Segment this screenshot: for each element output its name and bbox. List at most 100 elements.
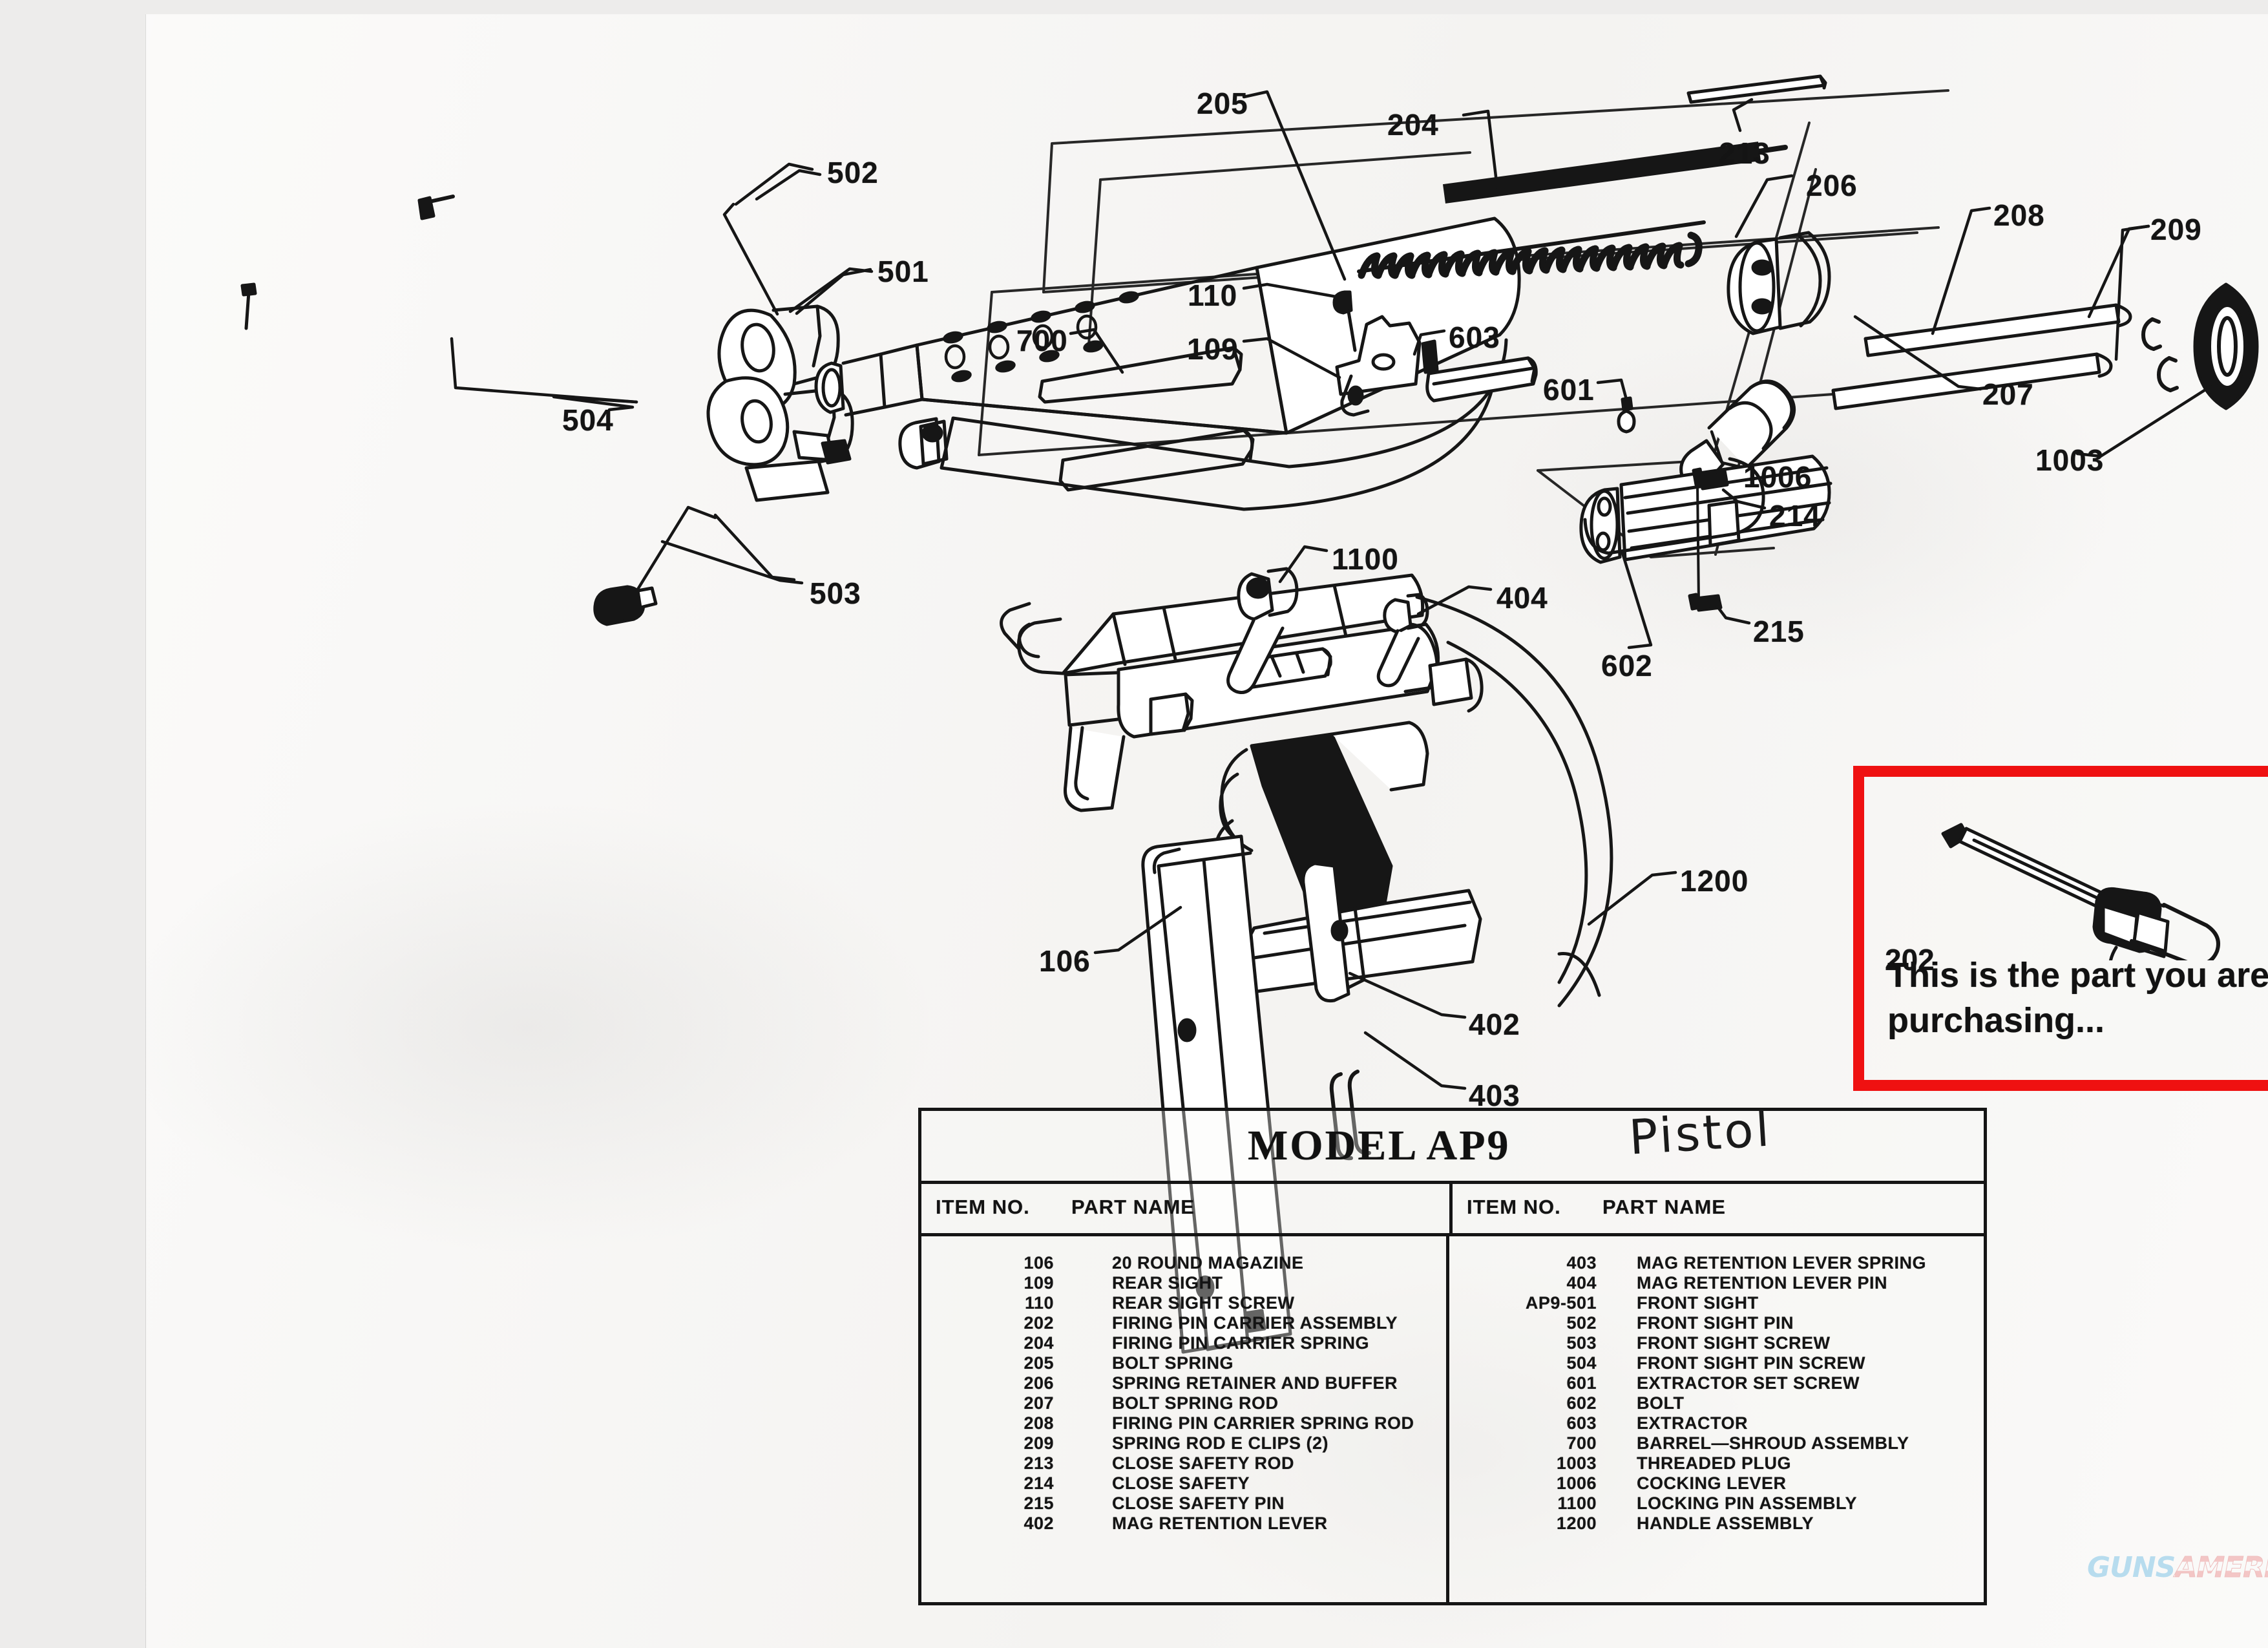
part-name: CLOSE SAFETY xyxy=(1112,1474,1250,1493)
callout-label: 106 xyxy=(1039,944,1091,978)
part-name: FIRING PIN CARRIER SPRING ROD xyxy=(1112,1413,1414,1433)
table-row: 214 CLOSE SAFETY xyxy=(921,1474,1446,1494)
part-name: EXTRACTOR xyxy=(1637,1413,1748,1433)
purchase-part-number: 202 xyxy=(1885,943,1935,977)
part-name: FRONT SIGHT xyxy=(1637,1293,1759,1313)
part-name: REAR SIGHT xyxy=(1112,1273,1223,1293)
part-name: BOLT xyxy=(1637,1393,1685,1413)
part-name: BOLT SPRING ROD xyxy=(1112,1393,1279,1413)
table-row: 502 FRONT SIGHT PIN xyxy=(1449,1313,1980,1333)
callout-label: 204 xyxy=(1387,108,1439,142)
part-number: 1003 xyxy=(1556,1453,1597,1473)
part-number: 1200 xyxy=(1556,1514,1597,1533)
part-name: COCKING LEVER xyxy=(1637,1474,1787,1493)
purchase-note-text: This is the part you are purchasing... xyxy=(1887,956,2268,1041)
part-number: 206 xyxy=(1024,1373,1054,1393)
callout-label: 1003 xyxy=(2035,443,2105,477)
table-row: 402 MAG RETENTION LEVER xyxy=(921,1514,1446,1534)
callout-label: 503 xyxy=(810,576,861,610)
part-name: LOCKING PIN ASSEMBLY xyxy=(1637,1494,1858,1513)
part-number: 404 xyxy=(1566,1273,1597,1293)
part-number: 1006 xyxy=(1556,1474,1597,1493)
callout-label: 1100 xyxy=(1332,542,1399,576)
table-row: 603 EXTRACTOR xyxy=(1449,1413,1980,1433)
part-number: 204 xyxy=(1024,1333,1054,1353)
callout-label: 110 xyxy=(1188,279,1238,312)
purchase-callout-box: 202 This is the part you are purchasing.… xyxy=(1853,766,2268,1091)
part-number: 603 xyxy=(1566,1413,1597,1433)
part-number: 503 xyxy=(1566,1333,1597,1353)
parts-list-table: MODEL AP9 Pistol ITEM NO. PART NAME ITEM… xyxy=(918,1101,1987,1605)
part-name: BOLT SPRING xyxy=(1112,1353,1234,1373)
part-number: 202 xyxy=(1024,1313,1054,1333)
callout-label: 1200 xyxy=(1680,864,1749,898)
callout-label: 109 xyxy=(1187,332,1239,366)
callout-label: 501 xyxy=(877,255,929,288)
callout-label: 205 xyxy=(1197,87,1248,120)
part-number: 207 xyxy=(1024,1393,1054,1413)
part-name: CLOSE SAFETY PIN xyxy=(1112,1494,1285,1513)
table-row: 504 FRONT SIGHT PIN SCREW xyxy=(1449,1353,1980,1373)
part-number: 209 xyxy=(1024,1433,1054,1453)
part-name: BARREL—SHROUD ASSEMBLY xyxy=(1637,1433,1909,1453)
callout-label: 602 xyxy=(1601,649,1653,682)
part-name: SPRING ROD E CLIPS (2) xyxy=(1112,1433,1329,1453)
table-row: 206 SPRING RETAINER AND BUFFER xyxy=(921,1373,1446,1393)
part-202-illustration xyxy=(1941,823,2220,960)
part-name: 20 ROUND MAGAZINE xyxy=(1112,1253,1304,1273)
callout-label: 206 xyxy=(1806,169,1858,202)
header-part-name: PART NAME xyxy=(1071,1196,1195,1218)
exploded-diagram xyxy=(145,14,2268,1648)
table-row: 109 REAR SIGHT xyxy=(921,1273,1446,1293)
part-number: 109 xyxy=(1024,1273,1054,1293)
callout-label: 207 xyxy=(1982,377,2034,411)
part-name: THREADED PLUG xyxy=(1637,1453,1792,1473)
part-number: 504 xyxy=(1566,1353,1597,1373)
part-name: MAG RETENTION LEVER xyxy=(1112,1514,1328,1533)
callout-label: 404 xyxy=(1496,581,1548,615)
part-number: 205 xyxy=(1024,1353,1054,1373)
table-row: 208 FIRING PIN CARRIER SPRING ROD xyxy=(921,1413,1446,1433)
callout-label: 209 xyxy=(2150,213,2202,246)
callout-label: 213 xyxy=(1719,136,1770,170)
callout-label: 214 xyxy=(1769,499,1821,533)
header-item-no: ITEM NO. xyxy=(936,1196,1030,1218)
callout-label: 504 xyxy=(562,403,614,437)
part-name: FIRING PIN CARRIER SPRING xyxy=(1112,1333,1370,1353)
part-number: 106 xyxy=(1024,1253,1054,1273)
part-name: CLOSE SAFETY ROD xyxy=(1112,1453,1295,1473)
part-number: 402 xyxy=(1024,1514,1054,1533)
part-number: 502 xyxy=(1566,1313,1597,1333)
part-name: REAR SIGHT SCREW xyxy=(1112,1293,1295,1313)
part-name: FRONT SIGHT PIN SCREW xyxy=(1637,1353,1865,1373)
part-number: 601 xyxy=(1566,1373,1597,1393)
table-row: 215 CLOSE SAFETY PIN xyxy=(921,1494,1446,1514)
table-row: 106 20 ROUND MAGAZINE xyxy=(921,1253,1446,1273)
table-row: 204 FIRING PIN CARRIER SPRING xyxy=(921,1333,1446,1353)
watermark-guns-text: GUNS xyxy=(2087,1551,2176,1584)
part-number: 214 xyxy=(1024,1474,1054,1493)
part-name: SPRING RETAINER AND BUFFER xyxy=(1112,1373,1398,1393)
part-number: 215 xyxy=(1024,1494,1054,1513)
table-row: 202 FIRING PIN CARRIER ASSEMBLY xyxy=(921,1313,1446,1333)
table-row: 205 BOLT SPRING xyxy=(921,1353,1446,1373)
part-name: FRONT SIGHT PIN xyxy=(1637,1313,1794,1333)
part-name: FIRING PIN CARRIER ASSEMBLY xyxy=(1112,1313,1398,1333)
callout-label: 700 xyxy=(1016,324,1068,357)
part-name: EXTRACTOR SET SCREW xyxy=(1637,1373,1860,1393)
callout-label: 208 xyxy=(1993,198,2045,232)
part-number: 208 xyxy=(1024,1413,1054,1433)
watermark-america-text: AMERICA xyxy=(2175,1551,2268,1585)
